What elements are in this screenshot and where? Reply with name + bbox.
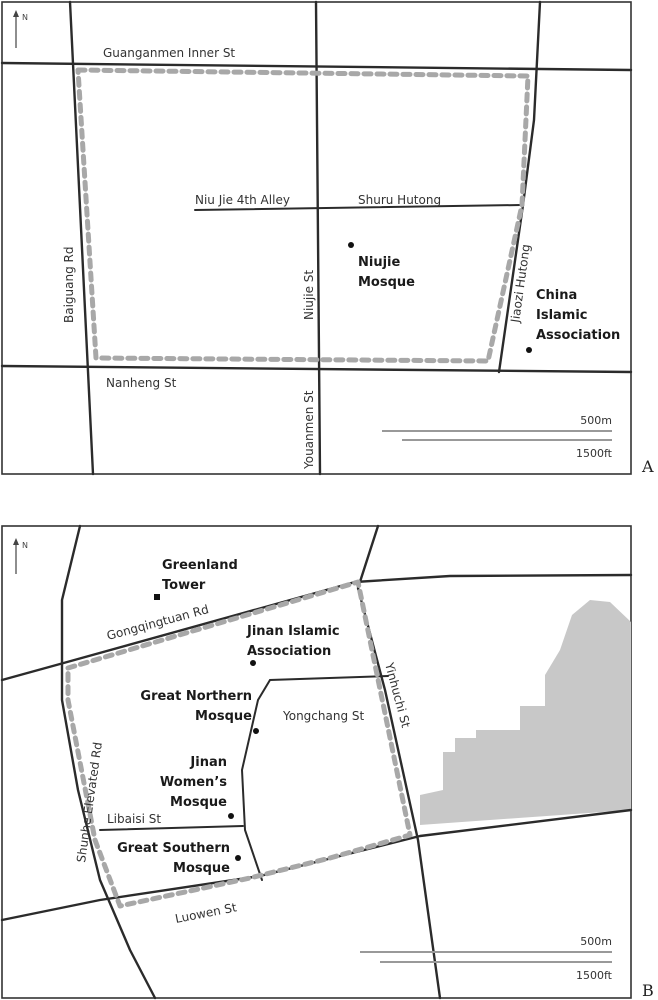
china-islamic-label-2: Islamic (536, 308, 588, 323)
scale-bar-b: 500m 1500ft (360, 935, 613, 982)
map-panel-a: N Guanganmen Inner St Niu Jie 4th Alley … (0, 0, 654, 476)
panel-letter-b: B (642, 981, 654, 1000)
jinan-islamic-label-1: Jinan Islamic (246, 624, 340, 639)
great-northern-marker (253, 728, 259, 734)
hill-area (420, 600, 631, 825)
china-islamic-label-3: Association (536, 328, 620, 343)
jinan-women-label-3: Mosque (170, 795, 227, 810)
label-yongchang: Yongchang St (282, 709, 365, 723)
great-southern-label-2: Mosque (173, 861, 230, 876)
china-islamic-label-1: China (536, 288, 577, 303)
scale-bar-a: 500m 1500ft (382, 414, 613, 460)
jinan-islamic-label-2: Association (247, 644, 331, 659)
china-islamic-marker (526, 347, 532, 353)
scale-a-metric: 500m (580, 414, 612, 427)
greenland-label-2: Tower (162, 578, 206, 593)
label-baiguang: Baiguang Rd (62, 247, 76, 324)
road-baiguang (68, 0, 95, 476)
map-panel-b: N Gongqingtuan Rd Yongchang St Yinhuchi … (0, 524, 654, 1000)
label-luowen: Luowen St (174, 900, 238, 926)
north-arrow-icon (13, 10, 19, 48)
road-yinhuchi (356, 524, 442, 1000)
label-libaisi: Libaisi St (107, 812, 161, 826)
scale-a-imperial: 1500ft (576, 447, 613, 460)
road-niujie-youanmen (314, 0, 322, 476)
label-niujie-4th: Niu Jie 4th Alley (195, 193, 290, 207)
road-niujie-4th-shuru (194, 204, 522, 211)
label-guanganmen: Guanganmen Inner St (103, 46, 235, 60)
label-nanheng: Nanheng St (106, 376, 177, 390)
district-boundary-b (65, 579, 413, 909)
scale-b-imperial: 1500ft (576, 969, 613, 982)
jinan-women-marker (228, 813, 234, 819)
label-shuru: Shuru Hutong (358, 193, 441, 207)
district-boundary-a (75, 67, 531, 364)
niujie-mosque-label-1: Niujie (358, 255, 401, 270)
north-label: N (22, 13, 28, 22)
label-niujie-st: Niujie St (302, 270, 316, 320)
greenland-tower-marker (154, 594, 160, 600)
label-youanmen: Youanmen St (302, 390, 316, 470)
north-label: N (22, 541, 28, 550)
jinan-islamic-marker (250, 660, 256, 666)
road-jiaozi (497, 0, 542, 374)
north-arrow-icon (13, 538, 19, 574)
niujie-mosque-marker (348, 242, 354, 248)
niujie-mosque-label-2: Mosque (358, 275, 415, 290)
jinan-women-label-1: Jinan (189, 755, 227, 770)
panel-letter-a: A (641, 457, 654, 476)
road-nanheng (0, 364, 633, 374)
jinan-women-label-2: Women’s (160, 775, 227, 790)
road-yongchang (240, 675, 389, 881)
great-northern-label-2: Mosque (195, 709, 252, 724)
road-shunhe (60, 524, 157, 1000)
scale-b-metric: 500m (580, 935, 612, 948)
road-libaisi (99, 825, 244, 831)
greenland-label-1: Greenland (162, 558, 238, 573)
great-northern-label-1: Great Northern (140, 689, 252, 704)
great-southern-marker (235, 855, 241, 861)
great-southern-label-1: Great Southern (117, 841, 230, 856)
